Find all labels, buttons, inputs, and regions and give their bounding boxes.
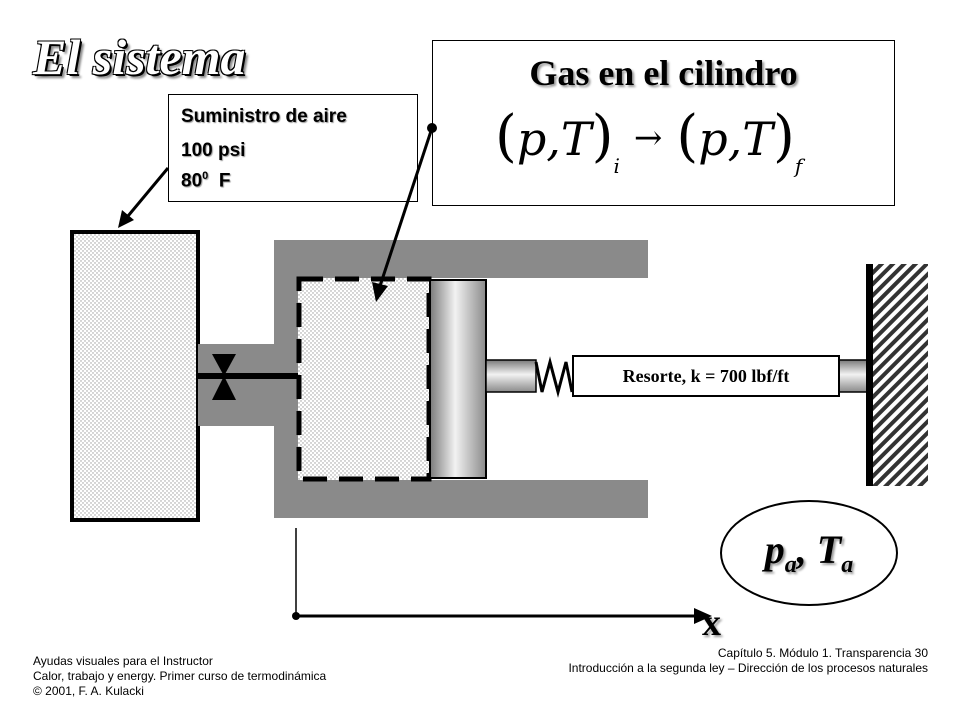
fixed-wall [872, 264, 928, 486]
state-change-equation: (p,T)i→(p,T)f [495, 104, 803, 178]
gas-region [298, 278, 430, 480]
ambient-conditions-text: pa, Ta [764, 526, 854, 578]
slide-title: El sistema [33, 29, 246, 85]
air-supply-label-box: Suministro de aire 100 psi 800 F [168, 94, 418, 202]
spring-label: Resorte, k = 700 lbf/ft [572, 355, 840, 397]
cylinder-wall-bottom [274, 480, 648, 518]
supply-pipe [198, 344, 274, 426]
gas-in-cylinder-box: Gas en el cilindro (p,T)i→(p,T)f [432, 40, 895, 206]
gas-pointer-arrow-icon [372, 282, 388, 302]
footer-chapter-info: Capítulo 5. Módulo 1. Transparencia 30 I… [568, 646, 928, 675]
x-axis-label: x [702, 602, 721, 644]
axis-arrow-icon [694, 608, 712, 624]
gas-title: Gas en el cilindro [529, 53, 798, 93]
air-supply-title: Suministro de aire [181, 106, 347, 127]
air-supply-temperature: 800 F [181, 170, 231, 192]
air-supply-tank [70, 230, 200, 522]
ambient-conditions-ellipse: pa, Ta [720, 500, 898, 606]
air-supply-pressure: 100 psi [181, 140, 246, 161]
valve-icon [212, 354, 236, 376]
cylinder-wall-top [274, 240, 648, 278]
spring-icon [534, 356, 574, 398]
piston [429, 279, 487, 479]
footer-credits: Ayudas visuales para el Instructor Calor… [33, 654, 327, 698]
supply-pointer-arrow-icon [118, 210, 134, 228]
right-arrow-icon: → [633, 118, 663, 158]
piston-rod [485, 359, 537, 393]
